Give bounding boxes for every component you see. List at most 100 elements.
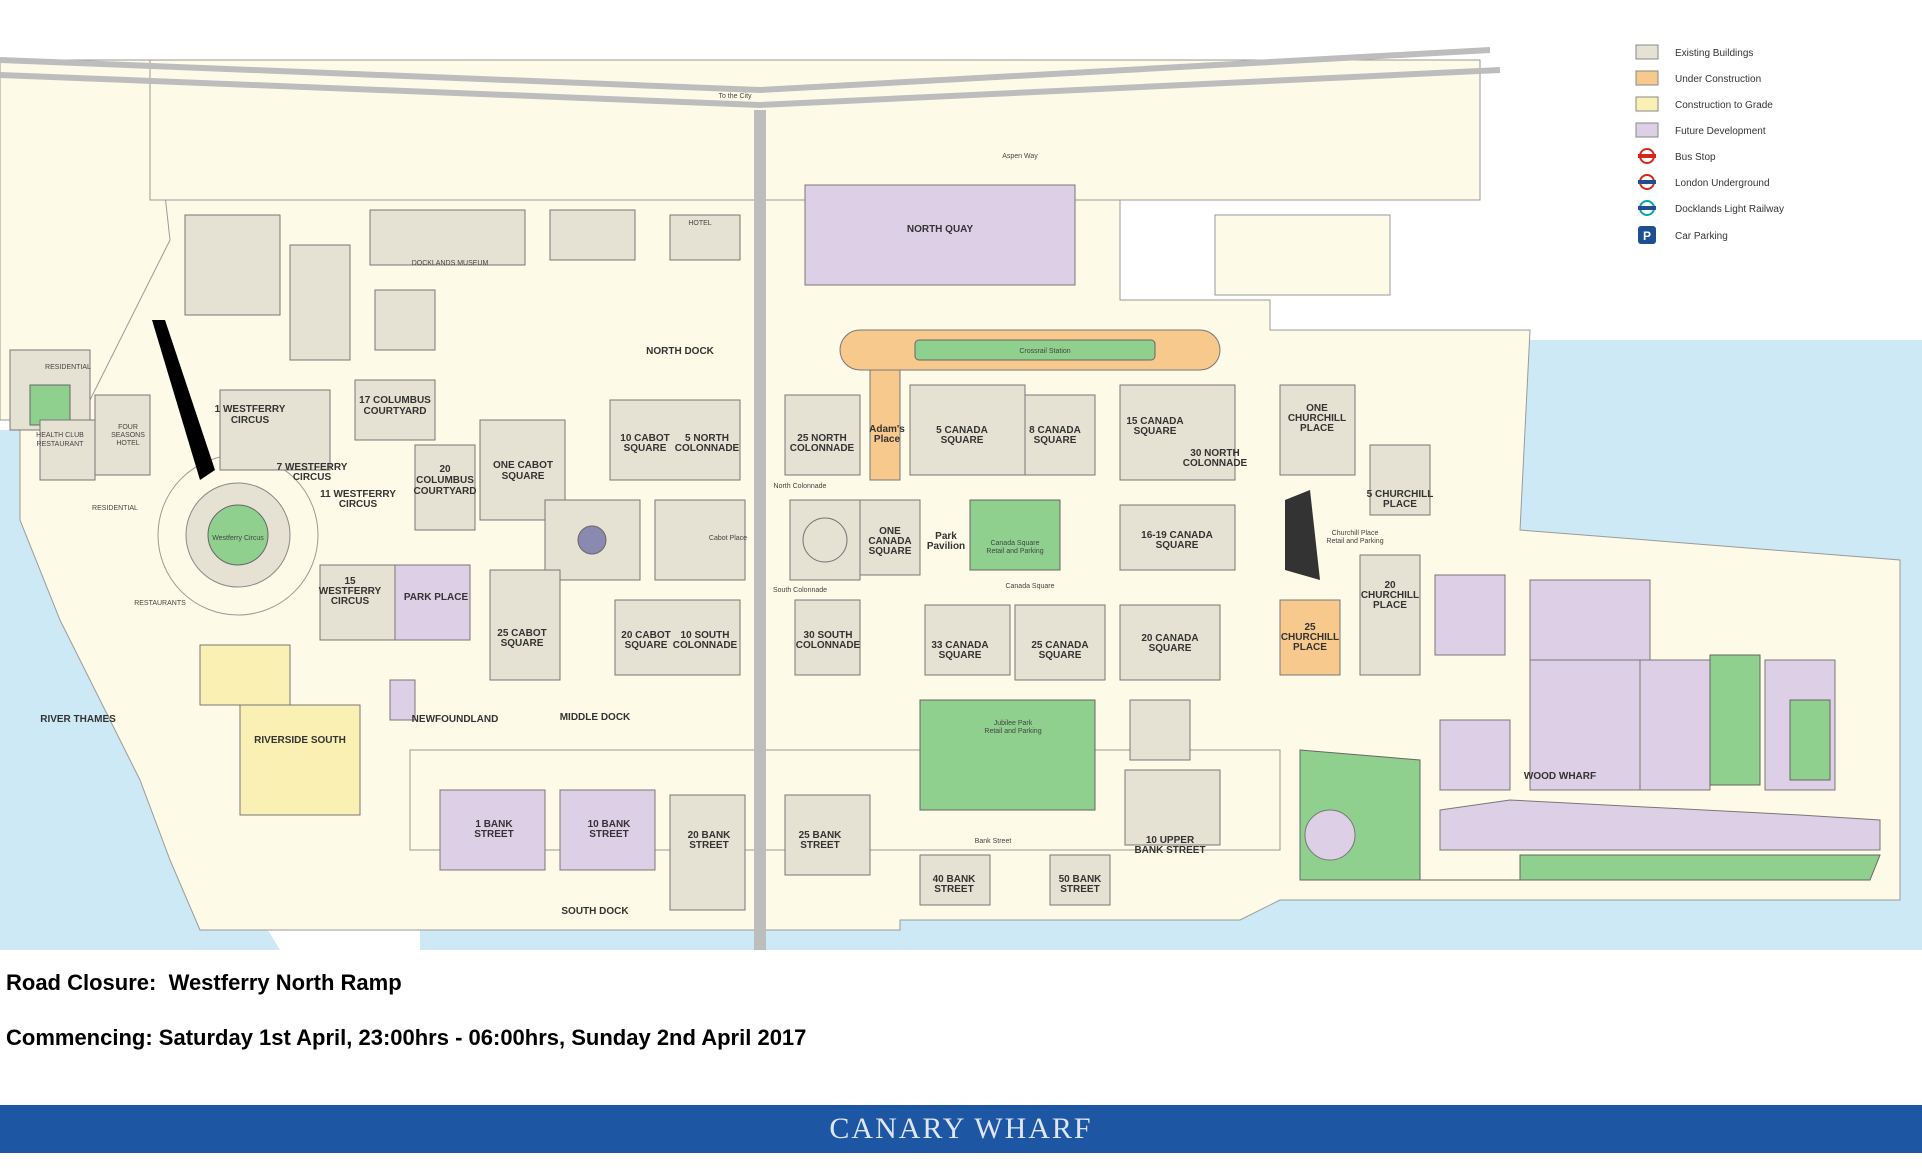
bld-bank25-a: 25 BANK [799, 830, 843, 841]
jubilee-b: Retail and Parking [984, 728, 1041, 735]
west-land [0, 59, 171, 421]
bld-churchill25-a: 25 [1304, 622, 1316, 633]
bld-upperbank10-a: 10 UPPER [1146, 835, 1195, 846]
bld-canada25-a: 25 CANADA [1031, 640, 1088, 651]
legend-label-underground: London Underground [1675, 178, 1770, 189]
bld-canada5-b: SQUARE [941, 435, 984, 446]
bld-upperbank10-b: BANK STREET [1134, 845, 1205, 856]
bld-bank10-a: 10 BANK [588, 819, 632, 830]
north-buildings: HOTEL DOCKLANDS MUSEUM Aspen Way To the … [184, 93, 1391, 361]
road-closure-notice: Road Closure: Westferry North Ramp [6, 970, 402, 995]
bld-westferry11-a: 11 WESTFERRY [320, 489, 396, 500]
bld-churchill5-b: PLACE [1383, 499, 1417, 510]
map-legend: Existing Buildings Under Construction Co… [1635, 44, 1784, 244]
bld-park-place: PARK PLACE [404, 592, 469, 603]
bld-westferry15-c: CIRCUS [331, 596, 370, 607]
legend-label-bus: Bus Stop [1675, 152, 1716, 163]
bld-churchill-one-a: ONE [1306, 403, 1328, 414]
health-club-b: RESTAURANT [37, 441, 85, 448]
residential-label-2: RESIDENTIAL [92, 505, 138, 512]
bld-bank10-b: STREET [589, 829, 628, 840]
cabot-place-label: Cabot Place [709, 535, 747, 542]
parking-icon: P [1638, 226, 1656, 244]
south-centre-buildings: 15 WESTFERRY CIRCUS PARK PLACE 25 CABOT … [319, 564, 1341, 681]
bld-canada33-b: SQUARE [939, 650, 982, 661]
to-city-label: To the City [718, 93, 752, 100]
bld-columbus20-a: 20 [439, 464, 451, 475]
centre-buildings: 7 WESTFERRY CIRCUS 11 WESTFERRY CIRCUS C… [277, 462, 1421, 676]
bld-cabot25-b: SQUARE [501, 638, 544, 649]
bld-churchill25-b: CHURCHILL [1281, 632, 1339, 643]
bld-ncol25-a: 25 NORTH [797, 433, 846, 444]
bld-riverside: RIVERSIDE SOUTH [254, 735, 346, 746]
bld-canada15-a: 15 CANADA [1126, 416, 1183, 427]
bld-newfoundland: NEWFOUNDLAND [412, 714, 499, 725]
residential-label-1: RESIDENTIAL [45, 364, 91, 371]
bld-bank1-b: STREET [474, 829, 513, 840]
bld-ncol30-b: COLONNADE [1183, 458, 1248, 469]
health-club-a: HEALTH CLUB [36, 432, 84, 439]
canada-square-road: Canada Square [1005, 583, 1054, 590]
north-colonnade-road: North Colonnade [774, 483, 827, 490]
bld-canada5-a: 5 CANADA [936, 425, 988, 436]
bld-canada1619-a: 16-19 CANADA [1141, 530, 1213, 541]
legend-label-dlr: Docklands Light Railway [1675, 204, 1784, 215]
bld-bank50-b: STREET [1060, 884, 1099, 895]
legend-swatch-under-construction [1635, 70, 1659, 86]
bld-cabot10-b: SQUARE [624, 443, 667, 454]
underground-icon [1638, 174, 1656, 190]
museum-label: DOCKLANDS MUSEUM [412, 260, 489, 267]
westferry-circus: Westferry Circus [157, 454, 319, 616]
brand-wordmark: CANARY WHARF [829, 1112, 1093, 1145]
bld-bank40-b: STREET [934, 884, 973, 895]
bld-columbus17-b: COURTYARD [364, 406, 427, 417]
bld-ncol25-b: COLONNADE [790, 443, 855, 454]
bld-bank50-a: 50 BANK [1059, 874, 1103, 885]
parking-glyph: P [1643, 229, 1651, 243]
bld-canada-one-a: ONE [879, 526, 901, 537]
bld-bank40-a: 40 BANK [933, 874, 977, 885]
westferry-circus-label: Westferry Circus [212, 535, 264, 542]
bld-bank1-a: 1 BANK [475, 819, 513, 830]
legend-label-parking: Car Parking [1675, 231, 1728, 242]
closure-dates: Commencing: Saturday 1st April, 23:00hrs… [6, 1025, 807, 1050]
bld-ncol5-b: COLONNADE [675, 443, 740, 454]
bank-street-road: Bank Street [975, 838, 1012, 845]
bld-adams-b: Place [874, 434, 901, 445]
four-seasons-a: FOUR [118, 424, 138, 431]
estate-map: Westferry Circus NORTH QUAY Crossrail St… [0, 44, 1922, 950]
road-closure-ramp [152, 320, 215, 480]
four-seasons-b: SEASONS [111, 432, 145, 439]
bld-canada20-a: 20 CANADA [1141, 633, 1198, 644]
legend-label-future: Future Development [1675, 126, 1766, 137]
north-dock-label: NORTH DOCK [646, 346, 715, 357]
lower-buildings: NEWFOUNDLAND RIVERSIDE SOUTH Jubilee Par… [199, 644, 1221, 911]
bld-churchill20-a: 20 [1384, 580, 1396, 591]
bld-ncol5-a: 5 NORTH [685, 433, 729, 444]
middle-dock-label: MIDDLE DOCK [560, 712, 631, 723]
legend-swatch-future [1635, 122, 1659, 138]
bld-bank20-a: 20 BANK [688, 830, 732, 841]
bld-canada33-a: 33 CANADA [931, 640, 988, 651]
central-north-buildings: 1 WESTFERRY CIRCUS 17 COLUMBUS COURTYARD… [215, 379, 1434, 531]
bld-cabot25-a: 25 CABOT [497, 628, 546, 639]
bld-churchill5-a: 5 CHURCHILL [1367, 489, 1434, 500]
bus-stop-icon [1638, 148, 1656, 164]
hotel-label: HOTEL [688, 220, 711, 227]
legend-swatch-existing [1635, 44, 1659, 60]
legend-label-existing: Existing Buildings [1675, 48, 1753, 59]
legend-label-under-construction: Under Construction [1675, 74, 1761, 85]
main-land [19, 169, 1901, 931]
bld-westferry1-a: 1 WESTFERRY [215, 404, 286, 415]
bld-westferry11-b: CIRCUS [339, 499, 378, 510]
bld-columbus20-b: COLUMBUS [416, 475, 474, 486]
bld-scol30-a: 30 SOUTH [804, 630, 853, 641]
south-dock-label: SOUTH DOCK [561, 906, 629, 917]
park-pavilion-b: Pavilion [927, 541, 965, 552]
canada-retail-b: Retail and Parking [986, 548, 1043, 555]
bld-scol10-a: 10 SOUTH [681, 630, 730, 641]
bld-cabot20-a: 20 CABOT [621, 630, 670, 641]
bld-columbus17-a: 17 COLUMBUS [359, 395, 431, 406]
bld-churchill-one-b: CHURCHILL [1288, 413, 1346, 424]
churchill-retail-b: Retail and Parking [1326, 538, 1383, 545]
